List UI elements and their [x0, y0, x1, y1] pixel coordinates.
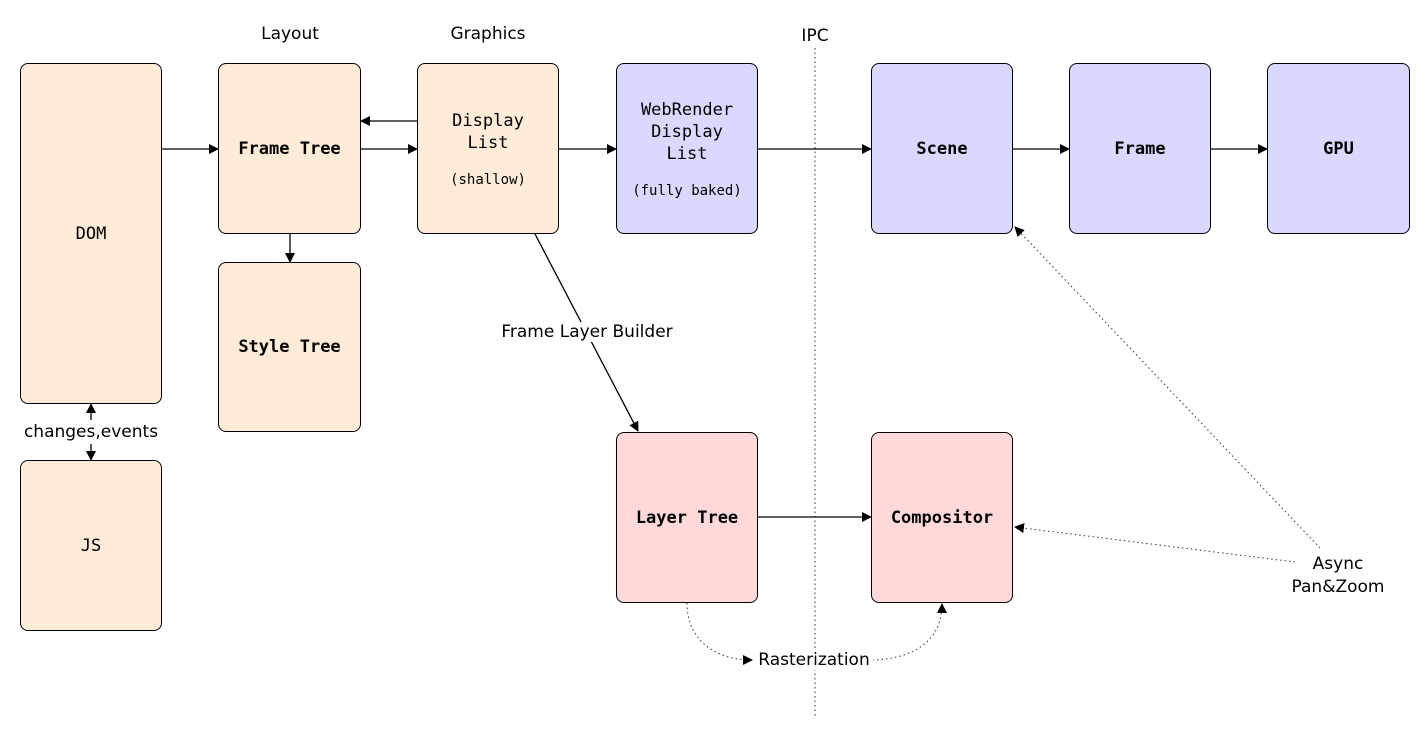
arrow-async-to-scene	[1014, 226, 1321, 549]
arrow-rasterization-to-compositor	[867, 603, 947, 661]
dom-box: DOM	[20, 63, 162, 404]
frame-box: Frame	[1069, 63, 1211, 234]
dom-label: DOM	[75, 223, 107, 244]
scene-box: Scene	[871, 63, 1013, 234]
header-ipc: IPC	[801, 26, 829, 46]
js-box: JS	[20, 460, 162, 631]
frame-label: Frame	[1114, 138, 1166, 159]
rasterization-label: Rasterization	[754, 650, 874, 670]
webrender-display-list-box: WebRender Display List (fully baked)	[616, 63, 758, 234]
arrow-layer-tree-to-rasterization	[686, 602, 753, 665]
header-graphics: Graphics	[450, 24, 526, 44]
frame-tree-label: Frame Tree	[238, 138, 341, 159]
compositor-label: Compositor	[890, 507, 994, 528]
compositor-box: Compositor	[871, 432, 1013, 603]
webrender-display-list-label: WebRender Display List	[640, 99, 734, 164]
pan-zoom-label: Pan&Zoom	[1291, 577, 1385, 597]
js-label: JS	[80, 535, 102, 556]
header-layout: Layout	[261, 24, 319, 44]
layer-tree-label: Layer Tree	[635, 507, 739, 528]
gpu-box: GPU	[1267, 63, 1410, 234]
gpu-label: GPU	[1323, 138, 1354, 159]
frame-tree-box: Frame Tree	[218, 63, 361, 234]
changes-events-label: changes,events	[21, 422, 161, 442]
display-list-note: (shallow)	[450, 171, 526, 188]
style-tree-label: Style Tree	[238, 337, 341, 357]
display-list-box: Display List (shallow)	[417, 63, 559, 234]
scene-label: Scene	[916, 138, 968, 159]
display-list-label: Display List	[452, 110, 524, 153]
async-label: Async	[1312, 554, 1364, 574]
arrow-async-to-compositor	[1014, 523, 1296, 563]
webrender-display-list-note: (fully baked)	[632, 182, 742, 199]
layer-tree-box: Layer Tree	[616, 432, 758, 603]
frame-layer-builder-label: Frame Layer Builder	[497, 322, 677, 342]
style-tree-box: Style Tree	[218, 262, 361, 432]
